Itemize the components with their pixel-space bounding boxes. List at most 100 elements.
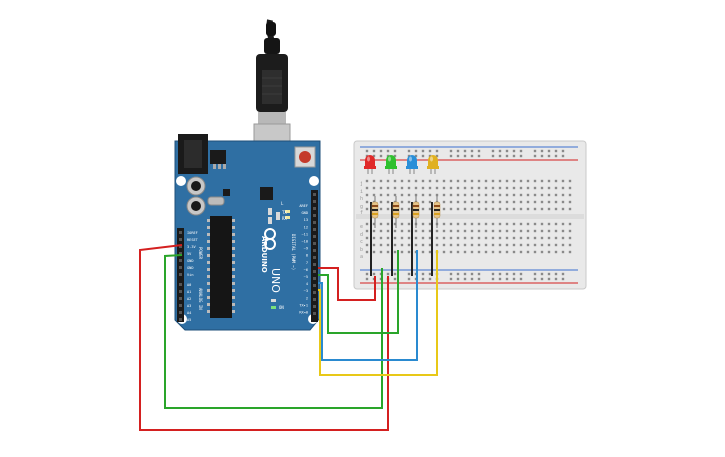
reset-button[interactable] xyxy=(299,151,311,163)
breadboard-hole xyxy=(477,207,481,211)
rail-hole xyxy=(463,154,467,158)
breadboard-hole xyxy=(365,207,369,211)
rail-hole xyxy=(540,277,544,281)
breadboard-row-labels: j i h g f e d c b a xyxy=(360,181,363,260)
breadboard-hole xyxy=(470,207,474,211)
breadboard-hole xyxy=(407,207,411,211)
arduino-brand-text: ARDUINO xyxy=(260,236,268,273)
breadboard-hole xyxy=(526,186,530,190)
breadboard-hole xyxy=(428,193,432,197)
power-on-led xyxy=(271,306,276,309)
row-label-c: c xyxy=(360,239,363,245)
breadboard-hole xyxy=(512,179,516,183)
digital-pin-label: ~6 xyxy=(304,268,308,272)
row-label-i: i xyxy=(360,189,363,195)
breadboard-hole xyxy=(442,207,446,211)
breadboard-hole xyxy=(547,243,551,247)
breadboard-hole xyxy=(505,179,509,183)
breadboard-hole xyxy=(540,200,544,204)
led-blue[interactable] xyxy=(406,155,418,174)
breadboard-hole xyxy=(533,186,537,190)
breadboard-hole xyxy=(512,186,516,190)
breadboard-hole xyxy=(554,193,558,197)
wire-5v-red[interactable] xyxy=(139,244,389,431)
rail-hole xyxy=(547,272,551,276)
l-label: L xyxy=(281,201,284,206)
breadboard-hole xyxy=(526,243,530,247)
rail-hole xyxy=(456,154,460,158)
rail-hole xyxy=(491,154,495,158)
breadboard-hole xyxy=(470,243,474,247)
infinity-logo-icon xyxy=(264,228,276,250)
breadboard-hole xyxy=(568,200,572,204)
breadboard-hole xyxy=(540,186,544,190)
breadboard-hole xyxy=(498,186,502,190)
rail-hole xyxy=(456,149,460,153)
breadboard-hole xyxy=(386,200,390,204)
breadboard-hole xyxy=(554,200,558,204)
breadboard-hole xyxy=(379,243,383,247)
breadboard-hole xyxy=(421,186,425,190)
breadboard-hole xyxy=(540,222,544,226)
breadboard-hole xyxy=(540,193,544,197)
resistor[interactable] xyxy=(392,196,400,228)
breadboard-hole xyxy=(470,200,474,204)
breadboard-hole xyxy=(456,193,460,197)
analog-pin-label: A5 xyxy=(187,318,191,322)
breadboard-hole xyxy=(449,193,453,197)
breadboard-hole xyxy=(547,207,551,211)
breadboard-hole xyxy=(505,229,509,233)
breadboard-hole xyxy=(491,250,495,254)
breadboard-hole xyxy=(400,200,404,204)
breadboard-hole xyxy=(393,193,397,197)
led-yellow[interactable] xyxy=(427,155,439,174)
breadboard-hole xyxy=(400,229,404,233)
breadboard-hole xyxy=(463,186,467,190)
resistor[interactable] xyxy=(433,196,441,228)
rail-hole xyxy=(512,277,516,281)
wire-pin-red-led[interactable] xyxy=(318,267,376,301)
breadboard-hole xyxy=(568,193,572,197)
breadboard-hole xyxy=(400,250,404,254)
rail-hole xyxy=(533,272,537,276)
wire-pin-green-led[interactable] xyxy=(318,250,399,334)
wire-pin-yellow-led[interactable] xyxy=(318,250,438,376)
breadboard-hole xyxy=(379,229,383,233)
breadboard-hole xyxy=(414,193,418,197)
rail-hole xyxy=(533,154,537,158)
resistor[interactable] xyxy=(371,196,379,228)
breadboard-hole xyxy=(407,229,411,233)
breadboard-hole xyxy=(470,222,474,226)
atmega-microcontroller xyxy=(210,216,232,318)
breadboard-hole xyxy=(442,236,446,240)
breadboard-hole xyxy=(421,193,425,197)
breadboard-hole xyxy=(456,229,460,233)
wire-pin-blue-led[interactable] xyxy=(318,250,418,361)
led-red[interactable] xyxy=(364,155,376,174)
digital-pin-label: ~3 xyxy=(304,289,308,293)
resistor[interactable] xyxy=(412,196,420,228)
digital-pin-label: 4 xyxy=(306,282,308,286)
breadboard-hole xyxy=(379,222,383,226)
power-pin-label: RESET xyxy=(187,238,199,242)
arduino-uno-board[interactable]: ON L TX RX ARDUINO UNO DIGITAL (PWM ~) P… xyxy=(174,134,321,331)
breadboard-hole xyxy=(526,179,530,183)
breadboard-hole xyxy=(414,186,418,190)
breadboard-hole xyxy=(526,193,530,197)
breadboard-hole xyxy=(512,207,516,211)
digital-pin-label: GND xyxy=(302,211,309,215)
breadboard-hole xyxy=(379,236,383,240)
rail-hole xyxy=(505,277,509,281)
row-label-f: f xyxy=(360,210,363,216)
analog-pin-label: A0 xyxy=(187,283,191,287)
wire-gnd-green[interactable] xyxy=(164,254,383,409)
breadboard-hole xyxy=(456,179,460,183)
breadboard-hole xyxy=(547,200,551,204)
breadboard-hole xyxy=(561,186,565,190)
led-green[interactable] xyxy=(385,155,397,174)
on-label: ON xyxy=(279,305,284,310)
breadboard-hole xyxy=(442,200,446,204)
breadboard-hole xyxy=(498,222,502,226)
breadboard-hole xyxy=(442,222,446,226)
analog-pin-label: A4 xyxy=(187,311,191,315)
